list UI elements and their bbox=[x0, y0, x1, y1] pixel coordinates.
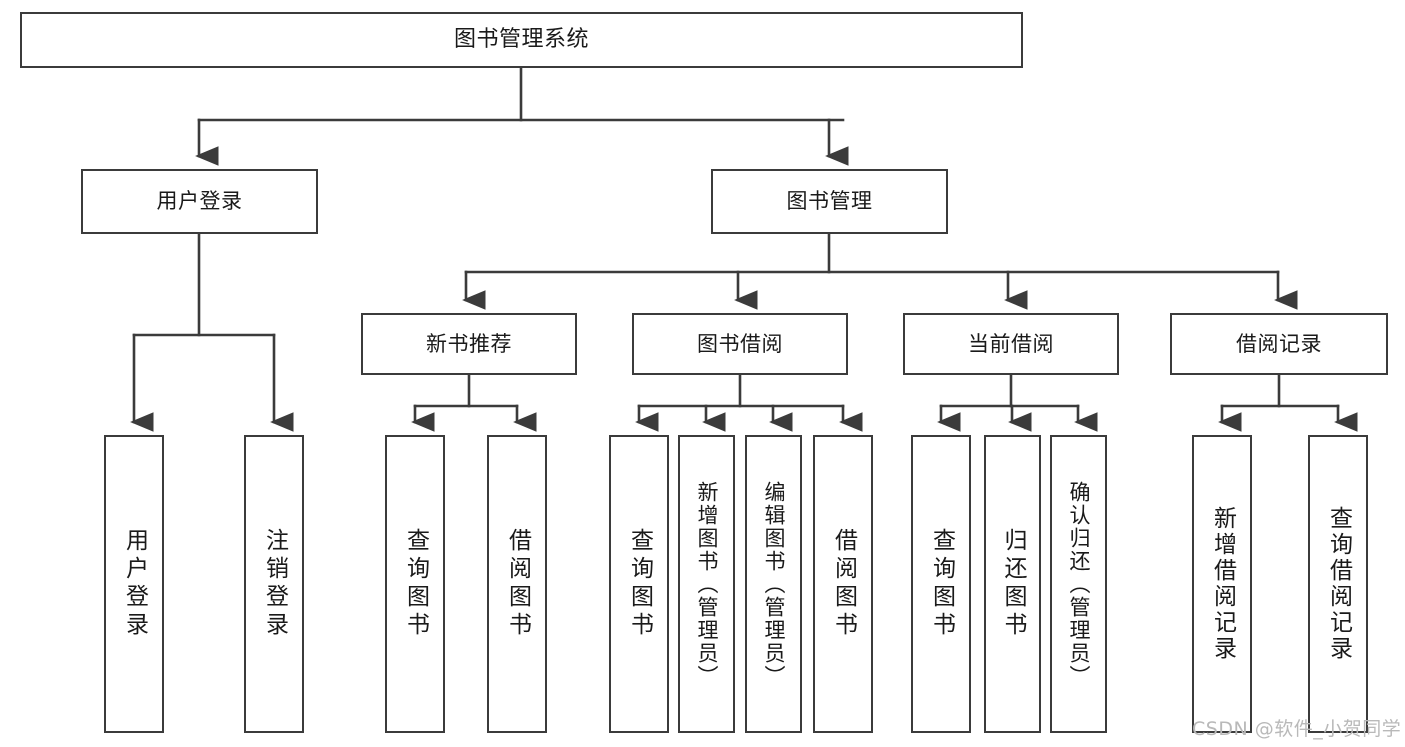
leaf-borrow-book[interactable]: 借阅图书 bbox=[813, 435, 873, 733]
leaf-user-login-label: 用户登录 bbox=[121, 528, 148, 640]
leaf-query-borrow-record[interactable]: 查询借阅记录 bbox=[1308, 435, 1368, 733]
node-new-book-recommendation-label: 新书推荐 bbox=[426, 331, 512, 356]
node-root-label: 图书管理系统 bbox=[453, 27, 589, 53]
leaf-query-book-recommendation-label: 查询图书 bbox=[402, 528, 429, 640]
node-current-borrow-label: 当前借阅 bbox=[968, 331, 1054, 356]
leaf-edit-book-admin-label: 编辑图书（管理员） bbox=[762, 480, 786, 688]
leaf-borrow-book-recommendation-label: 借阅图书 bbox=[504, 528, 531, 640]
leaf-borrow-book-recommendation[interactable]: 借阅图书 bbox=[487, 435, 547, 733]
node-book-borrow-label: 图书借阅 bbox=[697, 331, 783, 356]
node-book-borrow[interactable]: 图书借阅 bbox=[632, 313, 848, 375]
watermark-text: CSDN @软件_小贺同学 bbox=[1192, 718, 1402, 740]
leaf-confirm-return-admin[interactable]: 确认归还（管理员） bbox=[1050, 435, 1107, 733]
leaf-confirm-return-admin-label: 确认归还（管理员） bbox=[1067, 480, 1091, 688]
leaf-return-book-label: 归还图书 bbox=[1000, 528, 1026, 640]
leaf-logout[interactable]: 注销登录 bbox=[244, 435, 304, 733]
leaf-add-book-admin-label: 新增图书（管理员） bbox=[695, 480, 719, 688]
node-borrow-record[interactable]: 借阅记录 bbox=[1170, 313, 1388, 375]
leaf-query-book-borrow[interactable]: 查询图书 bbox=[609, 435, 669, 733]
leaf-add-borrow-record-label: 新增借阅记录 bbox=[1209, 506, 1236, 662]
leaf-query-book-borrow-label: 查询图书 bbox=[626, 528, 653, 640]
node-current-borrow[interactable]: 当前借阅 bbox=[903, 313, 1119, 375]
leaf-query-book-current-label: 查询图书 bbox=[928, 528, 955, 640]
leaf-query-borrow-record-label: 查询借阅记录 bbox=[1325, 506, 1352, 662]
leaf-user-login[interactable]: 用户登录 bbox=[104, 435, 164, 733]
leaf-add-book-admin[interactable]: 新增图书（管理员） bbox=[678, 435, 735, 733]
leaf-edit-book-admin[interactable]: 编辑图书（管理员） bbox=[745, 435, 802, 733]
node-borrow-record-label: 借阅记录 bbox=[1236, 331, 1322, 356]
leaf-logout-label: 注销登录 bbox=[261, 528, 288, 640]
leaf-query-book-recommendation[interactable]: 查询图书 bbox=[385, 435, 445, 733]
leaf-return-book[interactable]: 归还图书 bbox=[984, 435, 1041, 733]
leaf-add-borrow-record[interactable]: 新增借阅记录 bbox=[1192, 435, 1252, 733]
node-root[interactable]: 图书管理系统 bbox=[20, 12, 1023, 68]
leaf-query-book-current[interactable]: 查询图书 bbox=[911, 435, 971, 733]
node-user-login[interactable]: 用户登录 bbox=[81, 169, 318, 234]
leaf-borrow-book-label: 借阅图书 bbox=[830, 528, 857, 640]
node-book-management[interactable]: 图书管理 bbox=[711, 169, 948, 234]
node-book-management-label: 图书管理 bbox=[786, 189, 873, 214]
node-user-login-label: 用户登录 bbox=[156, 189, 243, 214]
node-new-book-recommendation[interactable]: 新书推荐 bbox=[361, 313, 577, 375]
